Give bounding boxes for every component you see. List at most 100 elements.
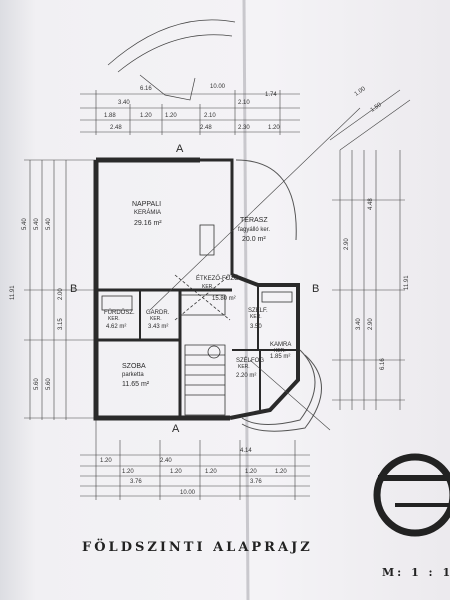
right-dimension-labels: 1.00 1.50 2.90 4.48 3.40 2.90 11.91 6.16 xyxy=(344,86,410,370)
svg-text:3.43 m²: 3.43 m² xyxy=(148,324,168,330)
room-szeled: SZÉLFOG KER. 2.20 m² xyxy=(236,357,264,379)
room-szelf: SZÉLF. KER. 3.50 xyxy=(248,307,268,330)
svg-text:KAMRA: KAMRA xyxy=(270,342,291,348)
svg-text:KER.: KER. xyxy=(274,348,286,354)
svg-text:1.20: 1.20 xyxy=(165,113,177,119)
svg-text:10.00: 10.00 xyxy=(180,490,196,496)
room-etkezo: ÉTKEZŐ-FŐZŐ KER. 15.80 m² xyxy=(196,275,239,302)
svg-text:2.90: 2.90 xyxy=(368,318,374,330)
svg-text:1.74: 1.74 xyxy=(265,92,277,98)
room-nappali: NAPPALI KERÁMIA 29.16 m² xyxy=(132,201,162,227)
left-dimension-lines xyxy=(24,159,96,420)
right-dimension-lines xyxy=(329,89,411,410)
bottom-dimension-lines xyxy=(80,420,310,500)
section-line xyxy=(149,107,361,311)
fixtures xyxy=(101,224,293,416)
svg-text:KERÁMIA: KERÁMIA xyxy=(134,209,161,216)
svg-text:6.16: 6.16 xyxy=(140,86,152,92)
svg-text:NAPPALI: NAPPALI xyxy=(132,201,161,208)
svg-text:6.16: 6.16 xyxy=(380,358,386,370)
svg-text:5.60: 5.60 xyxy=(46,378,52,390)
svg-text:1.85 m²: 1.85 m² xyxy=(270,354,290,360)
room-garor: GARDR. KER. 3.43 m² xyxy=(146,310,170,330)
svg-text:B: B xyxy=(312,283,319,295)
svg-text:TERASZ: TERASZ xyxy=(240,217,268,224)
svg-text:GARDR.: GARDR. xyxy=(146,310,170,316)
svg-text:2.30: 2.30 xyxy=(238,125,250,131)
svg-text:1.20: 1.20 xyxy=(122,469,134,475)
drawing-title: FÖLDSZINTI ALAPRAJZ xyxy=(82,538,313,555)
svg-text:3.50: 3.50 xyxy=(250,324,262,330)
svg-text:KER.: KER. xyxy=(238,364,250,370)
svg-text:3.76: 3.76 xyxy=(250,479,262,485)
svg-text:FÜRDŐSZ.: FÜRDŐSZ. xyxy=(104,309,135,316)
top-dimension-lines xyxy=(80,90,300,135)
section-markers: A A B B xyxy=(70,143,319,435)
svg-text:5.60: 5.60 xyxy=(34,378,40,390)
architect-logo xyxy=(373,453,450,537)
svg-text:1.20: 1.20 xyxy=(100,458,112,464)
svg-text:A: A xyxy=(176,143,184,155)
room-szoba: SZOBA parketta 11.65 m² xyxy=(122,363,150,388)
svg-text:parketta: parketta xyxy=(122,372,144,378)
svg-text:11.91: 11.91 xyxy=(10,285,16,300)
svg-text:4.62 m²: 4.62 m² xyxy=(106,324,126,330)
svg-text:5.40: 5.40 xyxy=(22,218,28,230)
svg-text:11.91: 11.91 xyxy=(404,275,410,290)
svg-text:B: B xyxy=(70,283,77,295)
room-kamra: KAMRA KER. 1.85 m² xyxy=(270,342,291,360)
section-line-2 xyxy=(249,359,331,431)
svg-text:A: A xyxy=(172,423,180,435)
svg-text:1.20: 1.20 xyxy=(140,113,152,119)
svg-text:SZOBA: SZOBA xyxy=(122,363,146,370)
svg-text:2.40: 2.40 xyxy=(160,458,172,464)
svg-text:11.65 m²: 11.65 m² xyxy=(122,381,150,388)
svg-text:KER.: KER. xyxy=(250,314,262,320)
svg-text:2.10: 2.10 xyxy=(204,113,216,119)
svg-text:1.20: 1.20 xyxy=(275,469,287,475)
svg-text:3.40: 3.40 xyxy=(118,100,130,106)
svg-text:1.20: 1.20 xyxy=(268,125,280,131)
walls xyxy=(93,157,322,432)
room-furdo: FÜRDŐSZ. KER. 4.62 m² xyxy=(104,309,135,330)
left-dimension-labels: 5.40 5.40 5.40 11.91 5.60 5.60 3.15 2.00 xyxy=(10,218,64,390)
svg-text:1.20: 1.20 xyxy=(170,469,182,475)
svg-text:ÉTKEZŐ-FŐZŐ: ÉTKEZŐ-FŐZŐ xyxy=(196,275,239,282)
svg-text:SZÉLF.: SZÉLF. xyxy=(248,307,268,314)
svg-text:10.00: 10.00 xyxy=(210,84,226,90)
svg-text:1.50: 1.50 xyxy=(370,102,384,114)
svg-text:1.20: 1.20 xyxy=(205,469,217,475)
svg-text:3.76: 3.76 xyxy=(130,479,142,485)
svg-text:2.20 m²: 2.20 m² xyxy=(236,373,256,379)
svg-text:KER.: KER. xyxy=(150,316,162,322)
svg-text:2.10: 2.10 xyxy=(238,100,250,106)
svg-text:3.15: 3.15 xyxy=(58,318,64,330)
svg-text:15.80 m²: 15.80 m² xyxy=(212,296,236,302)
svg-text:20.0 m²: 20.0 m² xyxy=(242,236,266,243)
svg-text:fagyálló ker.: fagyálló ker. xyxy=(238,227,270,233)
svg-text:2.48: 2.48 xyxy=(110,125,122,131)
svg-text:4.14: 4.14 xyxy=(240,448,252,454)
svg-text:5.40: 5.40 xyxy=(46,218,52,230)
paper-fold xyxy=(242,0,250,600)
svg-text:4.48: 4.48 xyxy=(368,198,374,210)
svg-text:2.90: 2.90 xyxy=(344,238,350,250)
svg-text:3.40: 3.40 xyxy=(356,318,362,330)
svg-text:1.88: 1.88 xyxy=(104,113,116,119)
svg-text:KER.: KER. xyxy=(108,316,120,322)
svg-text:SZÉLFOG: SZÉLFOG xyxy=(236,357,264,364)
svg-text:2.00: 2.00 xyxy=(58,288,64,300)
svg-text:5.40: 5.40 xyxy=(34,218,40,230)
svg-text:1.00: 1.00 xyxy=(354,86,368,98)
top-arc xyxy=(107,19,236,101)
top-dimension-labels: 10.00 6.16 3.40 2.10 1.74 1.88 1.20 1.20… xyxy=(104,84,280,131)
scale-label: M: 1 : 10 xyxy=(382,566,450,579)
svg-text:29.16 m²: 29.16 m² xyxy=(134,220,162,227)
svg-text:KER.: KER. xyxy=(202,284,214,290)
svg-text:2.48: 2.48 xyxy=(200,125,212,131)
svg-text:1.20: 1.20 xyxy=(245,469,257,475)
bottom-dimension-labels: 4.14 2.40 1.20 1.20 1.20 1.20 1.20 1.20 … xyxy=(100,448,287,496)
room-terasz: TERASZ fagyálló ker. 20.0 m² xyxy=(238,217,270,243)
